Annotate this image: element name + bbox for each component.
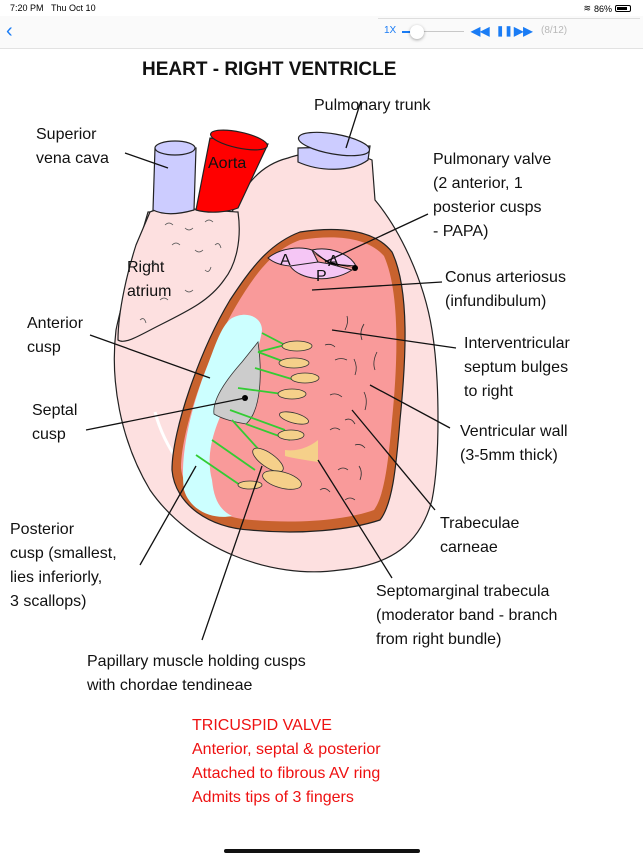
slider-thumb[interactable] [410,25,424,39]
aorta [195,129,269,213]
papillary-muscles [237,340,320,490]
back-button[interactable]: ‹ [6,20,13,42]
battery-percent: 86% [593,3,612,14]
label-line: to right [464,383,513,400]
label-line: with chordae tendineae [86,677,253,694]
playback-speed-label[interactable]: 1X [384,25,397,36]
label-line: (3-5mm thick) [460,447,558,464]
home-indicator[interactable] [224,849,420,853]
label-line: Interventricular [464,335,570,352]
label-line: (2 anterior, 1 [433,175,523,192]
label-line: lies inferiorly, [10,569,102,586]
note-line: Anterior, septal & posterior [192,741,381,758]
rewind-icon: ◀◀ [471,24,490,38]
label-conus: Conus arteriosus (infundibulum) [445,269,566,310]
forward-button[interactable]: ▶▶ [514,24,532,38]
wifi-icon: ≋ [583,3,591,13]
valve-letter-p: P [316,268,327,285]
slider-track-filled [402,31,412,33]
rewind-button[interactable]: ◀◀ [471,24,489,38]
label-line: Septal [32,402,77,419]
label-iv-septum: Interventricular septum bulges to right [464,335,570,400]
heart-diagram: HEART - RIGHT VENTRICLE Aorta [10,59,570,806]
label-posterior-cusp: Posterior cusp (smallest, lies inferiorl… [10,521,117,610]
page-indicator: (8/12) [541,25,568,36]
label-septomarginal: Septomarginal trabecula (moderator band … [376,583,557,648]
chordae-tendineae [195,332,296,486]
speed-slider[interactable] [402,25,464,39]
label-line: cusp [27,339,61,356]
label-line: cusp [32,426,66,443]
label-line: Papillary muscle holding cusps [87,653,306,670]
pause-icon: ❚❚ [496,26,513,37]
label-pulmonary-valve: Pulmonary valve (2 anterior, 1 posterior… [433,151,551,240]
date-text: Thu Oct 10 [51,3,96,13]
pulmonary-trunk [297,131,371,170]
note-line: Attached to fibrous AV ring [192,765,380,782]
label-line: Conus arteriosus [445,269,566,286]
label-pulmonary-trunk: Pulmonary trunk [314,97,431,114]
label-line: carneae [440,539,498,556]
label-line: 3 scallops) [10,593,86,610]
time-text: 7:20 PM [10,3,44,13]
label-papillary: Papillary muscle holding cusps with chor… [86,653,306,694]
septomarginal-trabecula [285,440,318,462]
battery-icon [615,5,631,12]
tricuspid-note: TRICUSPID VALVE Anterior, septal & poste… [192,717,381,806]
aorta-label: Aorta [208,155,246,172]
label-line: atrium [127,283,171,300]
label-line: Superior [36,126,97,143]
battery-fill [617,7,627,10]
status-indicators: ≋ 86% [583,3,631,14]
superior-vena-cava [152,140,197,215]
chevron-left-icon: ‹ [6,20,13,42]
label-line: septum bulges [464,359,568,376]
label-ventricular-wall: Ventricular wall (3-5mm thick) [460,423,568,464]
slider-track [412,31,464,32]
label-line: (moderator band - branch [376,607,557,624]
nav-divider [378,18,640,19]
label-line: Trabeculae [440,515,520,532]
label-line: posterior cusps [433,199,542,216]
label-line: Anterior [27,315,84,332]
status-time: 7:20 PM Thu Oct 10 [10,3,96,13]
label-line: Right [127,259,165,276]
trabeculae-carneae [319,315,378,501]
label-anterior-cusp: Anterior cusp [27,315,84,356]
note-line: TRICUSPID VALVE [192,717,332,734]
label-trabeculae: Trabeculae carneae [440,515,520,556]
label-line: (infundibulum) [445,293,546,310]
leader-lines [85,100,457,641]
label-line: Ventricular wall [460,423,568,440]
ventricle-cavity [181,237,397,522]
label-line: cusp (smallest, [10,545,117,562]
pause-button[interactable]: ❚❚ [496,25,513,39]
label-line: Posterior [10,521,75,538]
valve-letter-a1: A [280,252,291,269]
note-line: Admits tips of 3 fingers [192,789,354,806]
label-right-atrium: Right atrium [127,259,171,300]
valve-letter-a2: A [328,253,339,270]
forward-icon: ▶▶ [514,24,533,38]
label-line: from right bundle) [376,631,501,648]
nav-bar: ‹ 1X ◀◀ ❚❚ ▶▶ (8/12) [0,16,643,49]
diagram-title: HEART - RIGHT VENTRICLE [142,59,396,80]
atrium-texture [139,219,222,324]
label-septal-cusp: Septal cusp [32,402,77,443]
status-bar: 7:20 PM Thu Oct 10 ≋ 86% [0,0,643,16]
label-line: Septomarginal trabecula [376,583,550,600]
label-svc: Superior vena cava [36,126,109,167]
label-line: vena cava [36,150,109,167]
label-line: - PAPA) [433,223,488,240]
label-line: Pulmonary valve [433,151,551,168]
